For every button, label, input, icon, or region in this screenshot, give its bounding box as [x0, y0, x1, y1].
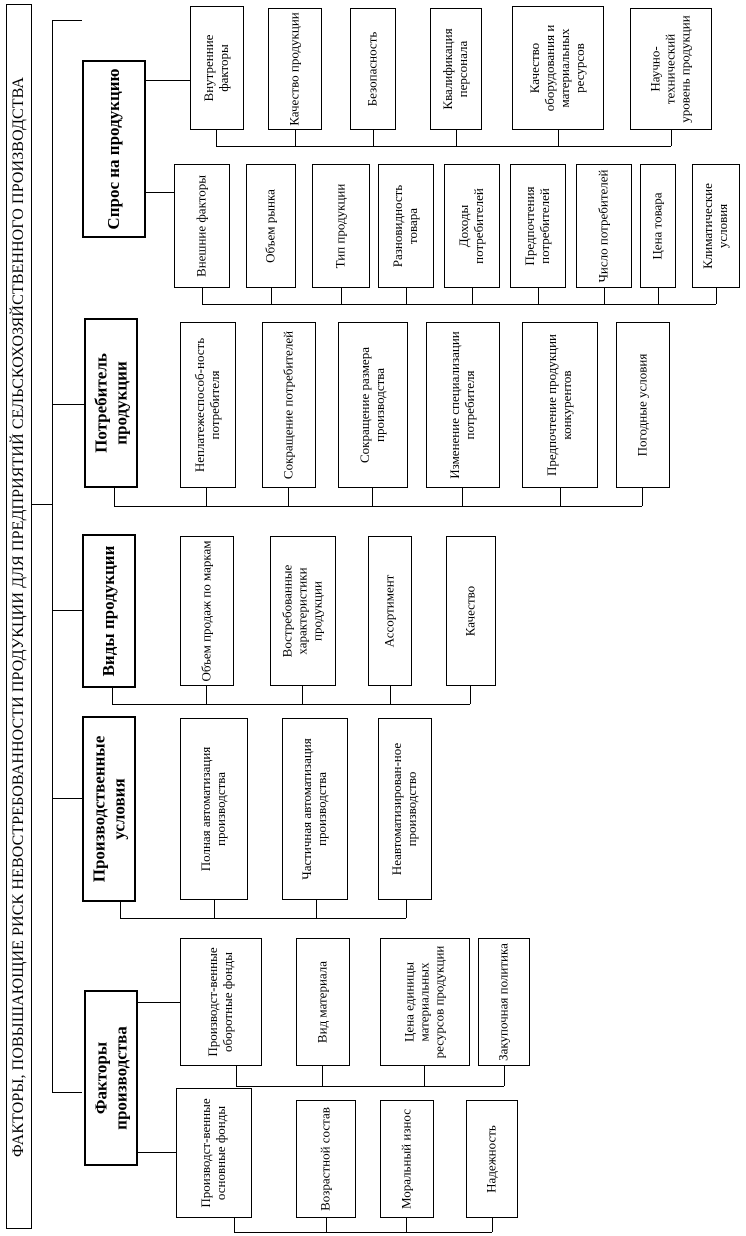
- category-conditions-label: Производственные условия: [89, 735, 128, 883]
- category-types-label: Виды продукции: [99, 545, 119, 677]
- demand-internal-item-3: Безопасность: [350, 8, 396, 130]
- category-consumer-label: Потребитель продукции: [91, 353, 130, 453]
- consumer-item-1: Неплатежеспособ-ность потребителя: [180, 322, 236, 488]
- consumer-item-2: Сокращение потребителей: [262, 322, 316, 488]
- demand-internal-item-5: Качество оборудования и материальных рес…: [512, 6, 604, 130]
- diagram-title: ФАКТОРЫ, ПОВЫШАЮЩИЕ РИСК НЕВОСТРЕБОВАННО…: [9, 76, 27, 1157]
- demand-external-item-7: Число потребителей: [576, 164, 632, 288]
- demand-internal-item-2: Качество продукции: [268, 8, 322, 130]
- demand-external-bus: [202, 304, 716, 305]
- category-consumer: Потребитель продукции: [84, 318, 138, 488]
- factors-to-fixed-connector: [138, 1152, 176, 1153]
- demand-internal-item-6: Научно-технический уровень продукции: [630, 8, 712, 130]
- types-item-2: Востребованные характеристики продукции: [270, 536, 336, 686]
- demand-external-item-1: Внешние факторы: [174, 164, 230, 288]
- conditions-item-3: Неавтоматизирован-ное производство: [378, 718, 432, 900]
- title-connector: [32, 504, 52, 505]
- demand-external-item-6: Предпочтения потребителей: [510, 164, 566, 288]
- demand-internal-item-1: Внутренние факторы: [190, 6, 244, 130]
- spine-branch-consumer: [52, 404, 84, 405]
- factors-fixed-item-1: Производст-венные основные фонды: [176, 1088, 252, 1218]
- factors-working-bus: [236, 1086, 504, 1087]
- category-factors: Факторы производства: [84, 990, 138, 1166]
- category-types: Виды продукции: [82, 534, 136, 688]
- spine-branch-demand: [52, 20, 82, 21]
- demand-internal-bus: [216, 146, 671, 147]
- consumer-item-3: Сокращение размера производства: [338, 322, 408, 488]
- category-demand-label: Спрос на продукцию: [104, 68, 124, 230]
- conditions-bus: [120, 918, 406, 919]
- demand-to-internal-connector: [146, 80, 190, 81]
- consumer-bus: [114, 506, 642, 507]
- consumer-item-5: Предпочтение продукции конкурентов: [522, 322, 598, 488]
- factors-to-working-connector: [138, 1002, 180, 1003]
- factors-fixed-item-3: Моральный износ: [380, 1100, 434, 1218]
- factors-fixed-item-2: Возрастной состав: [296, 1100, 356, 1218]
- demand-external-item-9: Климатические условия: [692, 164, 740, 288]
- title-box: ФАКТОРЫ, ПОВЫШАЮЩИЕ РИСК НЕВОСТРЕБОВАННО…: [6, 4, 32, 1229]
- types-bus: [112, 704, 470, 705]
- factors-working-item-1: Производст-венные оборотные фонды: [180, 938, 262, 1066]
- demand-external-item-5: Доходы потребителей: [444, 164, 500, 288]
- demand-external-item-2: Объем рынка: [246, 164, 296, 288]
- factors-working-item-4: Закупочная политика: [478, 938, 530, 1066]
- factors-fixed-item-4: Надежность: [466, 1100, 518, 1218]
- spine-branch-types: [52, 610, 82, 611]
- main-spine: [52, 20, 53, 1093]
- category-factors-label: Факторы производства: [91, 1026, 130, 1130]
- category-conditions: Производственные условия: [82, 716, 136, 902]
- factors-working-item-2: Вид материала: [296, 938, 350, 1066]
- conditions-item-2: Частичная автоматизация производства: [282, 718, 348, 900]
- types-item-3: Ассортимент: [368, 536, 412, 686]
- demand-external-item-3: Тип продукции: [312, 164, 370, 288]
- consumer-item-4: Изменение специализации потребителя: [426, 322, 500, 488]
- consumer-item-6: Погодные условия: [616, 322, 670, 488]
- factors-fixed-bus: [234, 1232, 492, 1233]
- demand-external-item-4: Разновидность товара: [378, 164, 434, 288]
- factors-working-item-3: Цена единицы материальных ресурсов проду…: [380, 938, 470, 1066]
- category-demand: Спрос на продукцию: [82, 60, 146, 238]
- demand-to-external-connector: [146, 192, 174, 193]
- types-item-1: Объем продаж по маркам: [180, 536, 234, 686]
- types-item-4: Качество: [446, 536, 496, 686]
- demand-external-item-8: Цена товара: [640, 164, 676, 288]
- demand-internal-item-4: Квалификация персонала: [430, 8, 482, 130]
- spine-branch-factors: [52, 1092, 82, 1093]
- spine-branch-conditions: [52, 798, 82, 799]
- conditions-item-1: Полная автоматизация производства: [180, 718, 248, 900]
